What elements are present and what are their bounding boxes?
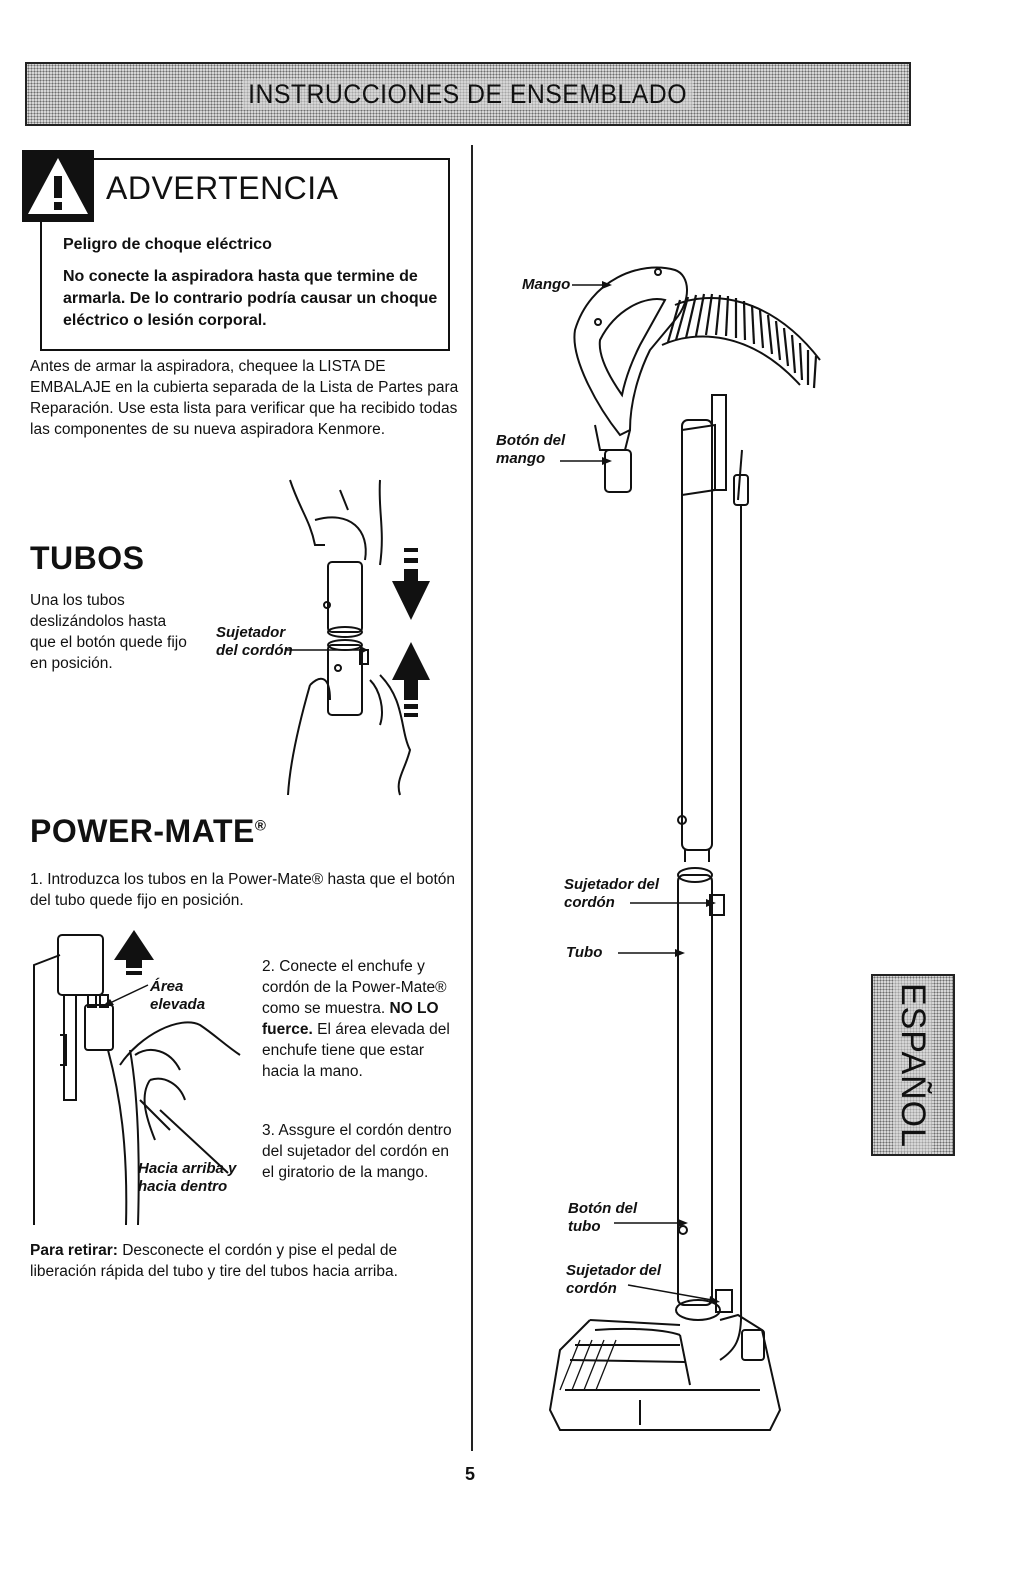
warning-title: ADVERTENCIA [106,170,339,206]
intro-paragraph: Antes de armar la aspiradora, chequee la… [30,358,459,438]
language-tab: ESPAÑOL [871,974,955,1156]
label-tubo: Tubo [566,944,603,961]
warning-icon [22,150,94,222]
label-sujetador-cordon: Sujetador del cordón [216,624,293,659]
column-divider [471,145,473,1451]
tubos-heading: TUBOS [30,540,145,576]
step-2-text: 2. Conecte el enchufe y cordón de la Pow… [262,958,447,1017]
page-number: 5 [465,1464,476,1484]
label-sujetador-cordon-1: Sujetador del cordón [564,876,660,911]
vacuum-diagram [548,266,821,1431]
powermate-step-2: 2. Conecte el enchufe y cordón de la Pow… [262,956,462,1082]
retirar-text: Desconecte el cordón y pise el pedal de … [30,1242,398,1280]
powermate-step-1: 1. Introduzca los tubos en la Power-Mate… [30,871,456,909]
label-mango: Mango [522,276,571,293]
powermate-heading: POWER-MATE® [30,813,266,850]
step-2-warning: NO LO fuerce. [262,1000,439,1038]
retirar-paragraph: Para retirar: Desconecte el cordón y pis… [30,1240,460,1282]
label-sujetador-cordon-2: Sujetador del cordón [566,1262,662,1297]
registered-mark: ® [254,817,267,835]
language-tab-label: ESPAÑOL [893,978,933,1152]
tubos-illustration [285,479,430,796]
page-title: INSTRUCCIONES DE ENSEMBLADO [243,78,693,110]
step-2-text-b: El área elevada del enchufe tiene que es… [262,1021,450,1080]
powermate-plug-illustration [33,930,241,1226]
label-hacia-arriba: Hacia arriba y hacia dentro [138,1160,237,1195]
label-area-elevada: Área elevada [150,978,206,1013]
powermate-step-3: 3. Assgure el cordón dentro del sujetado… [262,1122,452,1181]
retirar-label: Para retirar: [30,1242,118,1259]
warning-subtitle: Peligro de choque eléctrico [63,236,272,253]
powermate-heading-text: POWER-MATE [30,813,255,849]
label-boton-mango: Botón del mango [496,432,566,467]
section-banner: INSTRUCCIONES DE ENSEMBLADO [25,62,911,126]
warning-text: No conecte la aspiradora hasta que termi… [63,268,438,329]
tubos-text: Una los tubos deslizándolos hasta que el… [30,592,187,672]
label-boton-tubo: Botón del tubo [568,1200,638,1235]
warning-box [40,158,450,351]
